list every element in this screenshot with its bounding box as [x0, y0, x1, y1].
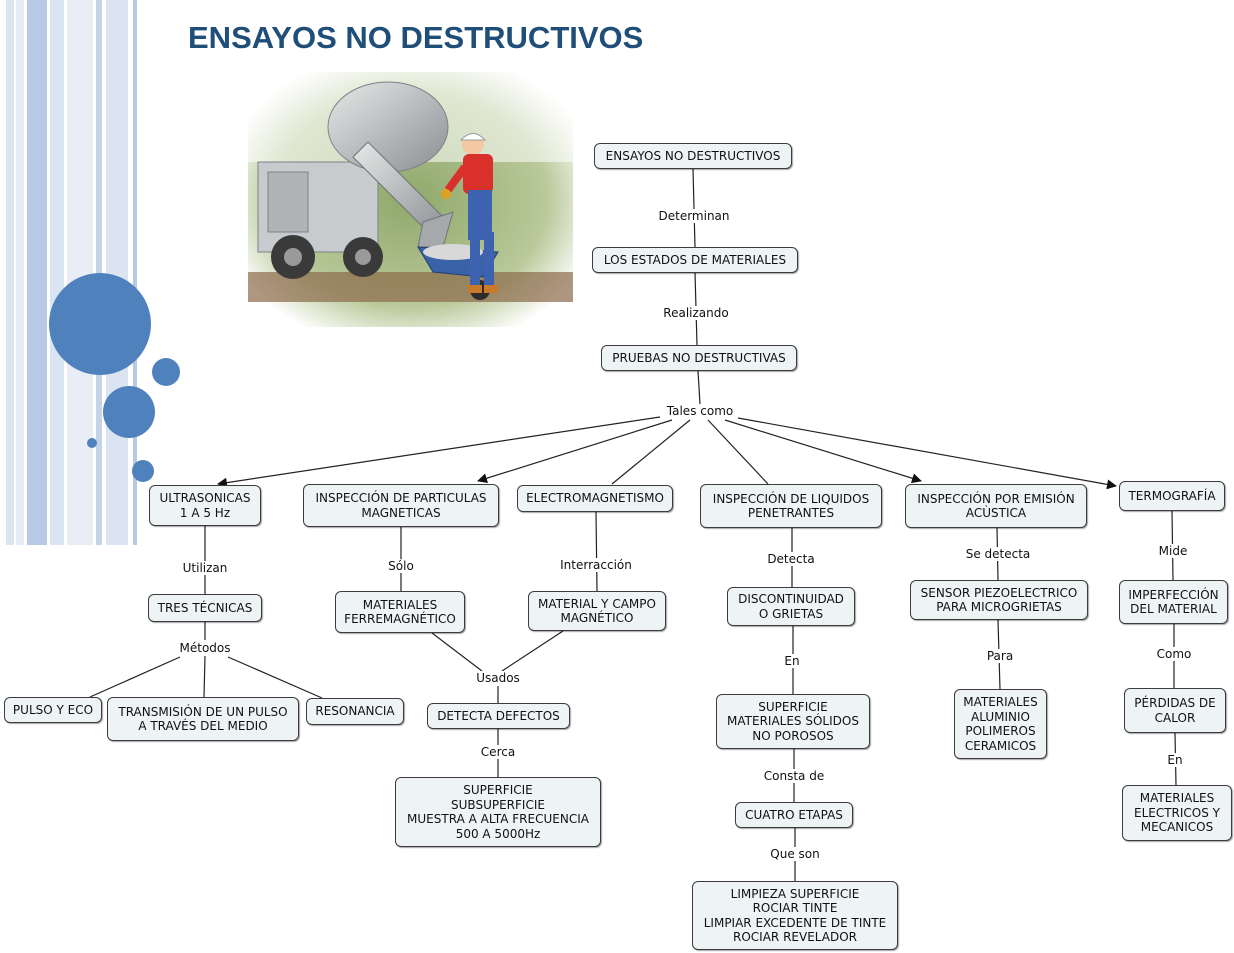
stripe: [67, 0, 93, 545]
concrete-truck-illustration: [248, 72, 573, 327]
decorative-background: [6, 0, 180, 545]
node-discontinuidad: DISCONTINUIDAD O GRIETAS: [727, 587, 855, 626]
node-estados-materiales: LOS ESTADOS DE MATERIALES: [592, 247, 798, 273]
node-electromagnetismo: ELECTROMAGNETISMO: [517, 485, 673, 512]
node-cuatro-etapas: CUATRO ETAPAS: [735, 802, 853, 828]
node-transmision-pulso: TRANSMISIÓN DE UN PULSO A TRAVÉS DEL MED…: [107, 697, 299, 741]
node-ultrasonicas: ULTRASONICAS 1 A 5 Hz: [149, 485, 261, 526]
connector: [89, 656, 181, 698]
edge-label: Realizando: [661, 306, 731, 320]
node-pulso-eco: PULSO Y ECO: [4, 697, 102, 723]
stripe: [133, 0, 137, 545]
node-materiales-electricos: MATERIALES ELECTRICOS Y MECANICOS: [1122, 785, 1232, 841]
connector: [697, 370, 701, 405]
stripe: [6, 0, 14, 545]
node-particulas-magneticas: INSPECCIÓN DE PARTICULAS MAGNETICAS: [303, 484, 499, 527]
edge-label: Para: [984, 649, 1016, 663]
edge-label: Se detecta: [963, 547, 1033, 561]
edge-label: Interracción: [558, 558, 634, 572]
connector: [477, 419, 673, 484]
edge-label: Métodos: [177, 641, 233, 655]
connector: [611, 419, 691, 485]
node-resonancia: RESONANCIA: [306, 698, 404, 725]
edge-label: En: [782, 654, 802, 668]
decor-circle: [152, 358, 180, 386]
node-emision-acustica: INSPECCIÓN POR EMISIÓN ACÙSTICA: [905, 484, 1087, 528]
edge-label: Determinan: [656, 209, 732, 223]
edge-label: Usados: [474, 671, 522, 685]
node-perdidas-calor: PÉRDIDAS DE CALOR: [1124, 688, 1226, 733]
edge-label: Como: [1154, 647, 1194, 661]
node-ensayos-no-destructivos: ENSAYOS NO DESTRUCTIVOS: [594, 143, 792, 169]
stripe: [50, 0, 64, 545]
edge-label: Sólo: [386, 559, 416, 573]
edge-label: Utilizan: [180, 561, 230, 575]
node-superficie-solidos: SUPERFICIE MATERIALES SÓLIDOS NO POROSOS: [716, 694, 870, 749]
edge-label: Detecta: [765, 552, 817, 566]
stripe: [96, 0, 102, 545]
edge-label: Consta de: [761, 769, 827, 783]
decor-circle: [132, 460, 154, 482]
connector: [707, 419, 769, 485]
connector: [203, 655, 206, 698]
connector: [227, 656, 323, 699]
node-tres-tecnicas: TRES TÉCNICAS: [148, 594, 262, 622]
node-pruebas-no-destructivas: PRUEBAS NO DESTRUCTIVAS: [601, 345, 797, 371]
node-detecta-defectos: DETECTA DEFECTOS: [427, 703, 570, 729]
stripe: [27, 0, 47, 545]
node-ferremagnetico: MATERIALES FERREMAGNÉTICO: [335, 591, 465, 633]
edge-label: Cerca: [478, 745, 518, 759]
connector: [724, 419, 922, 484]
page-title: ENSAYOS NO DESTRUCTIVOS: [188, 20, 644, 55]
stripe: [106, 0, 128, 545]
node-limpieza-etapas: LIMPIEZA SUPERFICIE ROCIAR TINTE LIMPIAR…: [692, 881, 898, 950]
node-materiales-aluminio: MATERIALES ALUMINIO POLIMEROS CERAMICOS: [954, 689, 1047, 759]
connector: [431, 632, 483, 672]
node-material-campo: MATERIAL Y CAMPO MAGNÉTICO: [528, 591, 666, 631]
node-imperfeccion: IMPERFECCIÓN DEL MATERIAL: [1119, 580, 1228, 624]
node-liquidos-penetrantes: INSPECCIÓN DE LIQUIDOS PENETRANTES: [700, 484, 882, 528]
edge-label: Tales como: [664, 404, 736, 418]
decor-circle: [49, 273, 151, 375]
connector: [737, 417, 1117, 490]
edge-label: Que son: [768, 847, 822, 861]
connector: [217, 416, 661, 488]
decor-circle: [87, 438, 97, 448]
connector: [501, 630, 564, 672]
edge-label: Mide: [1156, 544, 1190, 558]
node-termografia: TERMOGRAFÍA: [1119, 481, 1225, 511]
connector: [595, 511, 598, 592]
edge-label: En: [1165, 753, 1185, 767]
node-superficie-frecuencia: SUPERFICIE SUBSUPERFICIE MUESTRA A ALTA …: [395, 777, 601, 847]
decor-circle: [103, 386, 155, 438]
connector: [692, 168, 696, 248]
stripe: [16, 0, 24, 545]
node-sensor-piezoelectrico: SENSOR PIEZOELECTRICO PARA MICROGRIETAS: [910, 580, 1088, 620]
